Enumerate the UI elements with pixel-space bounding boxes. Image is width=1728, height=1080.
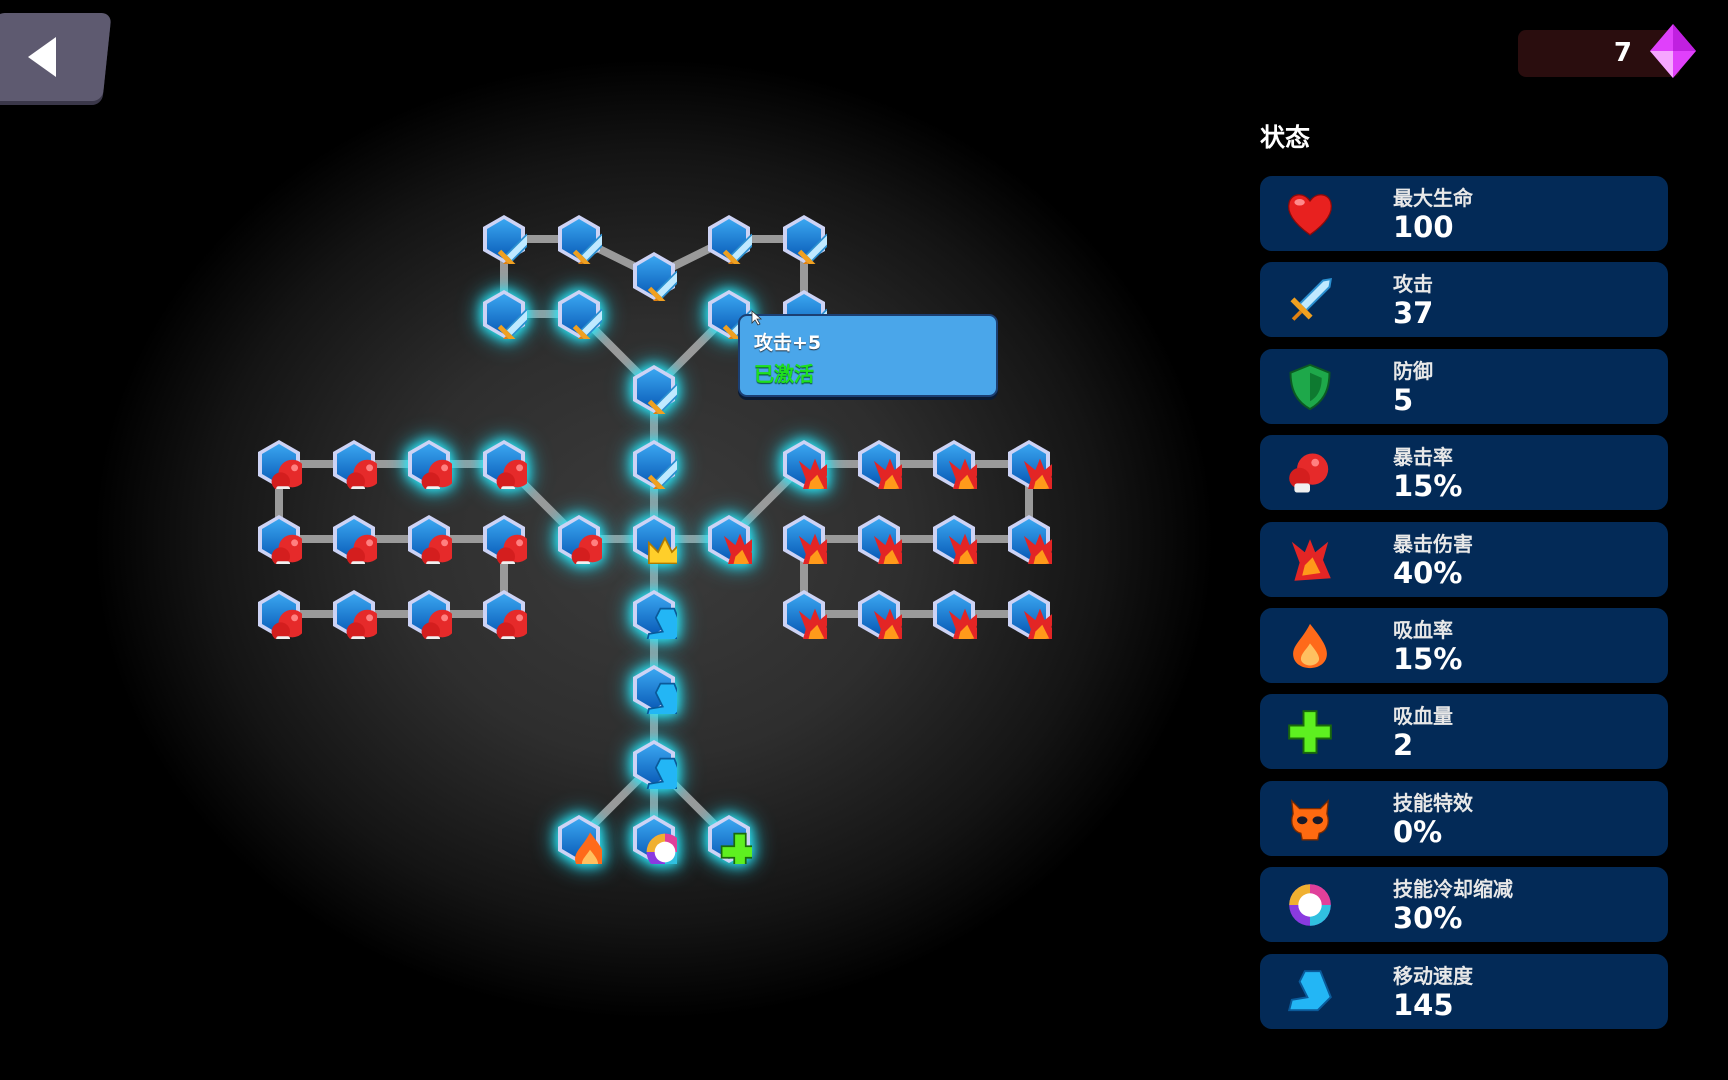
stat-row-sword: 攻击 37: [1260, 262, 1668, 338]
skill-node-crit[interactable]: [931, 439, 977, 489]
skill-node-crown[interactable]: [631, 514, 677, 564]
stat-value: 2: [1393, 728, 1414, 763]
stat-row-skull: 技能特效 0%: [1260, 780, 1668, 856]
skill-node-boot[interactable]: [631, 664, 677, 714]
skill-node-sword[interactable]: [631, 251, 677, 301]
skill-tooltip: 攻击+5 已激活: [738, 314, 998, 397]
skill-node-glove[interactable]: [331, 514, 377, 564]
stat-label: 吸血量: [1393, 704, 1453, 729]
stat-value: 100: [1393, 210, 1454, 244]
stat-label: 暴击率: [1393, 445, 1453, 470]
skill-node-crit[interactable]: [1006, 439, 1052, 489]
skill-node-glove[interactable]: [481, 439, 527, 489]
skill-node-sword[interactable]: [631, 364, 677, 414]
skill-node-sword[interactable]: [556, 289, 602, 339]
stat-value: 145: [1393, 987, 1454, 1022]
stat-value: 0%: [1393, 814, 1443, 849]
skill-node-crit[interactable]: [781, 589, 827, 639]
stat-value: 37: [1393, 296, 1434, 331]
skill-node-glove[interactable]: [481, 514, 527, 564]
back-arrow-icon: [28, 37, 56, 77]
stat-row-orb: 技能冷却缩减 30%: [1260, 867, 1668, 943]
stat-value: 30%: [1393, 901, 1463, 936]
stat-row-plus: 吸血量 2: [1260, 694, 1668, 770]
back-button[interactable]: [0, 13, 112, 101]
stat-value: 5: [1393, 382, 1414, 417]
skill-node-glove[interactable]: [331, 589, 377, 639]
skill-node-sword[interactable]: [631, 439, 677, 489]
skill-node-boot[interactable]: [631, 589, 677, 639]
stat-value: 15%: [1393, 642, 1463, 676]
skill-node-orb[interactable]: [631, 814, 677, 864]
stat-row-shield: 防御 5: [1260, 348, 1668, 424]
stat-label: 攻击: [1393, 272, 1433, 297]
gem-count: 7: [1613, 38, 1632, 68]
stat-row-crit: 暴击伤害 40%: [1260, 521, 1668, 597]
skill-node-sword[interactable]: [481, 289, 527, 339]
stat-row-boot: 移动速度 145: [1260, 953, 1668, 1029]
skill-node-crit[interactable]: [856, 514, 902, 564]
skill-node-sword[interactable]: [781, 214, 827, 264]
skill-node-sword[interactable]: [556, 214, 602, 264]
gem-icon: [1650, 24, 1696, 78]
stat-label: 技能冷却缩减: [1393, 877, 1513, 902]
skill-node-crit[interactable]: [931, 514, 977, 564]
skill-node-sword[interactable]: [481, 214, 527, 264]
stat-row-heart: 最大生命 100: [1260, 176, 1668, 251]
stat-label: 暴击伤害: [1393, 531, 1473, 556]
skill-node-crit[interactable]: [856, 439, 902, 489]
stat-label: 最大生命: [1393, 186, 1473, 210]
stat-row-glove: 暴击率 15%: [1260, 435, 1668, 511]
stat-label: 防御: [1393, 358, 1433, 383]
skill-node-glove[interactable]: [406, 514, 452, 564]
skill-node-glove[interactable]: [481, 589, 527, 639]
stat-label: 吸血率: [1393, 618, 1453, 642]
skill-node-glove[interactable]: [256, 514, 302, 564]
skill-node-crit[interactable]: [1006, 589, 1052, 639]
skill-node-glove[interactable]: [406, 439, 452, 489]
skill-node-glove[interactable]: [406, 589, 452, 639]
skill-node-glove[interactable]: [331, 439, 377, 489]
skill-node-sword[interactable]: [706, 214, 752, 264]
skill-node-crit[interactable]: [706, 514, 752, 564]
skill-node-crit[interactable]: [781, 439, 827, 489]
tooltip-status: 已激活: [754, 362, 814, 386]
skill-node-glove[interactable]: [256, 439, 302, 489]
skill-node-glove[interactable]: [556, 514, 602, 564]
stat-value: 40%: [1393, 555, 1463, 590]
mouse-cursor-icon: [751, 310, 763, 326]
skill-node-glove[interactable]: [256, 589, 302, 639]
stat-row-fire: 吸血率 15%: [1260, 608, 1668, 683]
skill-node-fire[interactable]: [556, 814, 602, 864]
skill-node-plus[interactable]: [706, 814, 752, 864]
skill-node-crit[interactable]: [1006, 514, 1052, 564]
skill-node-boot[interactable]: [631, 739, 677, 789]
tooltip-title: 攻击+5: [754, 332, 822, 354]
stat-label: 移动速度: [1393, 963, 1473, 988]
skill-node-crit[interactable]: [931, 589, 977, 639]
stat-label: 技能特效: [1393, 790, 1473, 815]
skill-node-crit[interactable]: [781, 514, 827, 564]
skill-node-crit[interactable]: [856, 589, 902, 639]
stat-value: 15%: [1393, 469, 1463, 504]
panel-title: 状态: [1260, 123, 1311, 152]
